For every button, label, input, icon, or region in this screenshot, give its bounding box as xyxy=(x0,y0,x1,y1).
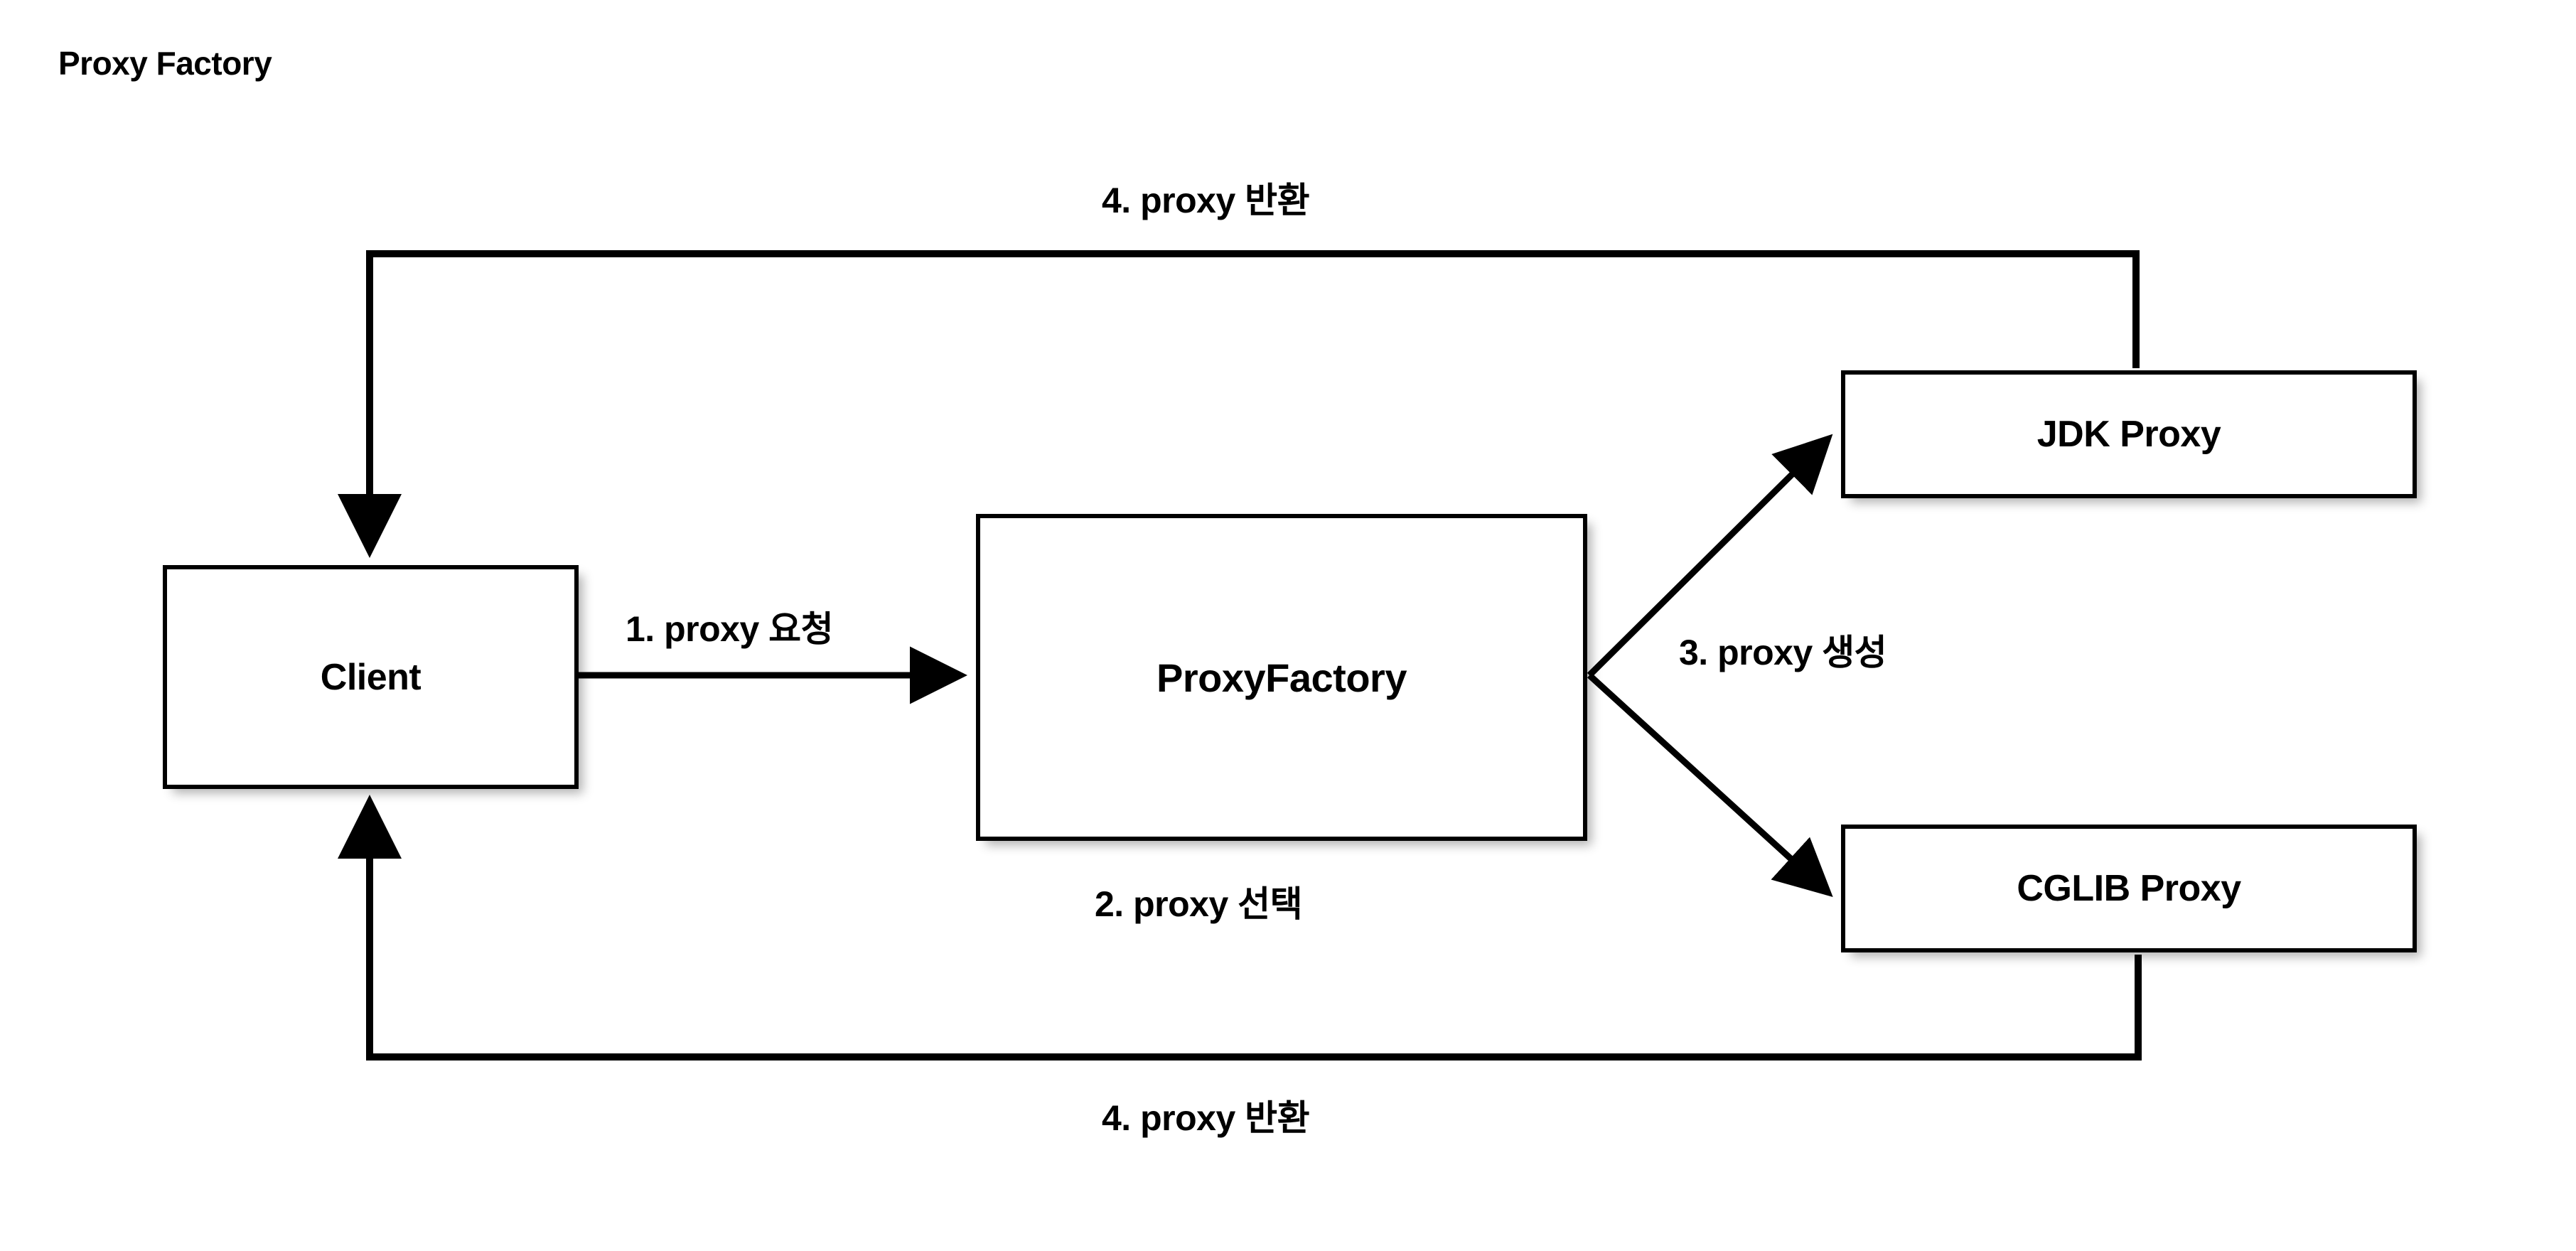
node-client[interactable]: Client xyxy=(163,565,579,789)
edge-label-proxy-return-bottom: 4. proxy 반환 xyxy=(1102,1098,1310,1138)
edge-label-proxy-request: 1. proxy 요청 xyxy=(626,609,834,649)
edge-factory-to-jdk xyxy=(1587,434,1833,678)
node-proxy-factory[interactable]: ProxyFactory xyxy=(976,514,1587,841)
node-jdk-proxy[interactable]: JDK Proxy xyxy=(1841,370,2417,498)
node-cglib-proxy-label: CGLIB Proxy xyxy=(2017,868,2241,909)
node-client-label: Client xyxy=(320,656,422,698)
edge-factory-to-cglib xyxy=(1587,672,1833,898)
edge-jdk-to-client xyxy=(338,250,2140,558)
edge-label-proxy-select: 2. proxy 선택 xyxy=(1095,884,1303,924)
edge-cglib-to-client xyxy=(338,795,2142,1061)
node-proxy-factory-label: ProxyFactory xyxy=(1156,655,1407,700)
edge-label-proxy-create: 3. proxy 생성 xyxy=(1679,633,1887,672)
edge-label-proxy-return-top: 4. proxy 반환 xyxy=(1102,181,1310,220)
node-cglib-proxy[interactable]: CGLIB Proxy xyxy=(1841,825,2417,952)
node-jdk-proxy-label: JDK Proxy xyxy=(2036,414,2221,455)
page-title: Proxy Factory xyxy=(58,45,272,82)
